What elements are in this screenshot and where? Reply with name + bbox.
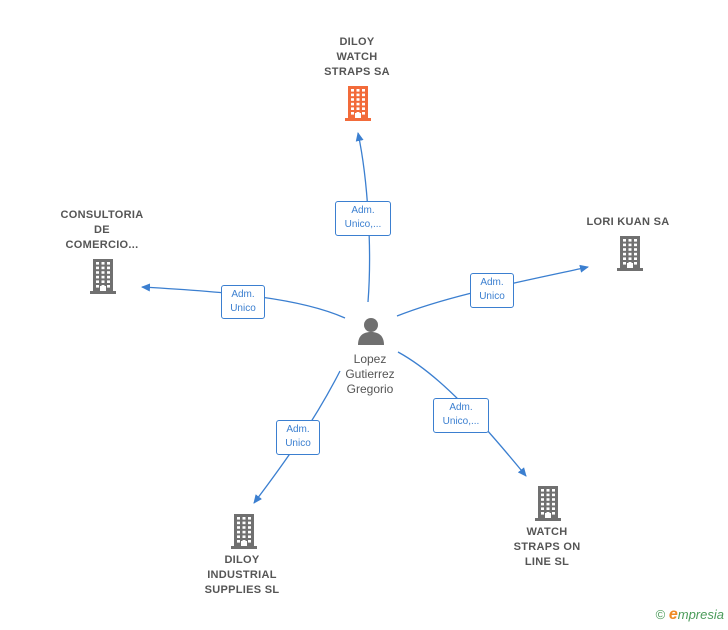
building-icon[interactable] (343, 85, 373, 126)
company-label-diloy-watch[interactable]: DILOY WATCH STRAPS SA (324, 36, 390, 78)
building-icon[interactable] (615, 235, 645, 276)
edge-label-role[interactable]: Adm. Unico,... (335, 201, 391, 236)
copyright-symbol: © (655, 607, 666, 622)
footer-brand: © empresia (656, 606, 724, 624)
empresia-logo-icon: e (668, 606, 678, 623)
company-label-watch-straps-online[interactable]: WATCH STRAPS ON LINE SL (513, 526, 581, 568)
edge-label-role[interactable]: Adm. Unico,... (433, 398, 489, 433)
building-icon[interactable] (229, 513, 259, 554)
building-icon[interactable] (88, 258, 118, 299)
edge-label-role[interactable]: Adm. Unico (470, 273, 514, 308)
building-icon[interactable] (533, 485, 563, 526)
company-label-diloy-industrial[interactable]: DILOY INDUSTRIAL SUPPLIES SL (204, 554, 280, 596)
edge-label-role[interactable]: Adm. Unico (276, 420, 320, 455)
edge-label-role[interactable]: Adm. Unico (221, 285, 265, 319)
brand-name: mpresia (677, 607, 724, 622)
person-icon[interactable] (356, 316, 386, 351)
company-label-consultoria[interactable]: CONSULTORIA DE COMERCIO... (60, 209, 144, 251)
center-person-label[interactable]: Lopez Gutierrez Gregorio (345, 352, 395, 396)
company-label-lori-kuan[interactable]: LORI KUAN SA (586, 216, 670, 228)
